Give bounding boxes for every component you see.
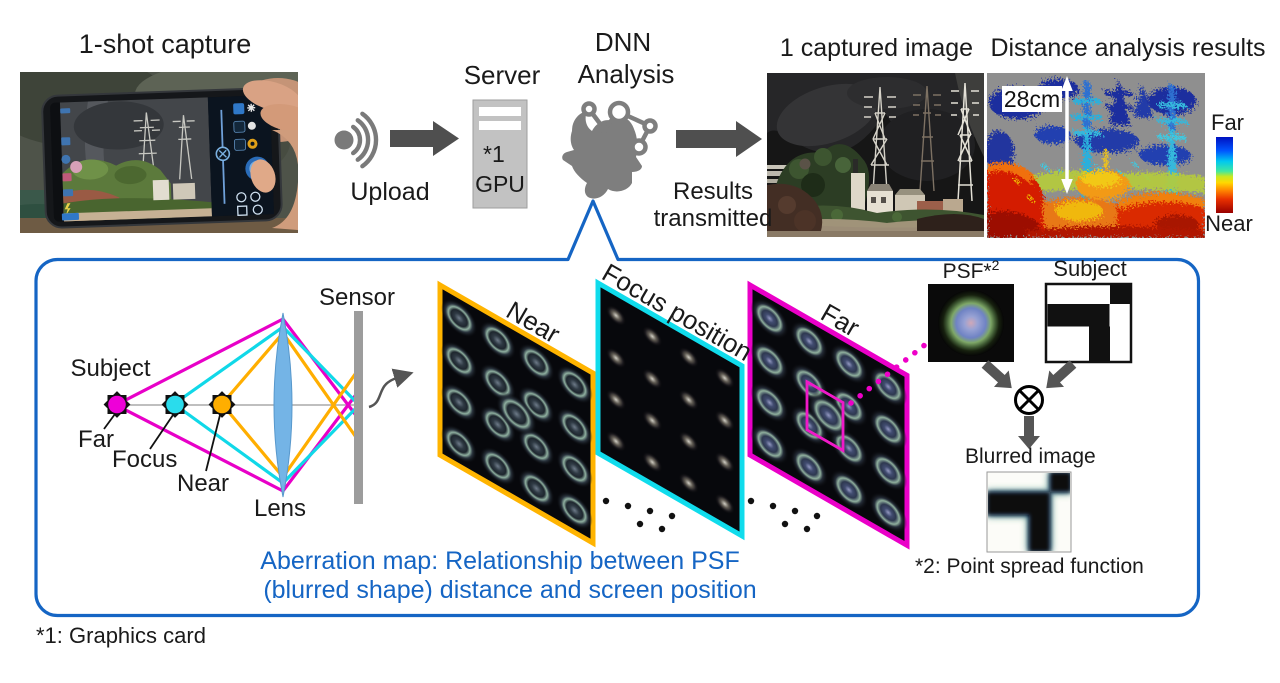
lens-shape bbox=[273, 312, 293, 498]
blurred-image-label: Blurred image bbox=[965, 445, 1096, 468]
psf-crop-image bbox=[928, 284, 1014, 362]
capture-title: 1-shot capture bbox=[78, 29, 252, 59]
upload-label: Upload bbox=[350, 178, 430, 206]
server-note: *1 bbox=[483, 141, 505, 167]
psf-label-sup: 2 bbox=[991, 257, 1000, 273]
subject-point-focus bbox=[161, 391, 189, 418]
caption-line1: Aberration map: Relationship between PSF bbox=[260, 547, 740, 575]
ellipsis-dots bbox=[602, 497, 821, 533]
results-label-line1: Results bbox=[672, 178, 754, 205]
depth-measure-label: 28cm bbox=[1002, 86, 1062, 112]
psf-highlight-square bbox=[807, 382, 843, 451]
right-arrow-icon-upload bbox=[390, 121, 459, 156]
distance-title: Distance analysis results bbox=[990, 34, 1266, 62]
subject-image-label: Subject bbox=[1053, 256, 1127, 281]
blurred-result-image bbox=[986, 471, 1072, 553]
psf-crop-label: PSF*2 bbox=[925, 257, 1017, 284]
psf-panel-far bbox=[750, 285, 907, 545]
right-arrow-icon-results bbox=[676, 121, 762, 157]
captured-title: 1 captured image bbox=[779, 34, 974, 62]
dnn-head-icon bbox=[562, 100, 658, 199]
sensor-bar bbox=[354, 311, 363, 504]
psf-label-base: PSF* bbox=[942, 260, 992, 283]
label-pointer-lines bbox=[103, 413, 221, 472]
subject-label: Subject bbox=[70, 355, 151, 382]
subject-point-far bbox=[103, 391, 131, 418]
convolution-arrow-right bbox=[1046, 360, 1077, 389]
tower-left bbox=[864, 86, 896, 222]
server-gpu-label: GPU bbox=[475, 171, 525, 197]
scale-near-label: Near bbox=[1205, 211, 1253, 236]
tower-right bbox=[951, 82, 979, 202]
far-point-label: Far bbox=[78, 426, 114, 453]
lens-label: Lens bbox=[253, 495, 307, 522]
down-arrow-icon bbox=[1018, 416, 1040, 449]
dnn-title-line1: DNN bbox=[594, 27, 652, 57]
focus-point-label: Focus bbox=[112, 446, 178, 473]
psf-dotted-link bbox=[848, 341, 929, 406]
results-label-line2: transmitted bbox=[653, 205, 773, 232]
upload-signal-icon bbox=[334, 111, 379, 169]
sensor-label: Sensor bbox=[318, 284, 396, 311]
phone-capture-photo bbox=[20, 72, 298, 233]
psf-panel-near bbox=[440, 285, 593, 543]
gpu-footnote: *1: Graphics card bbox=[36, 623, 206, 648]
aberration-box-border bbox=[34, 199, 1201, 618]
depth-map-image bbox=[987, 73, 1205, 238]
tower-middle bbox=[913, 85, 941, 192]
convolution-arrow-left bbox=[981, 360, 1012, 389]
scale-far-label: Far bbox=[1211, 110, 1244, 135]
depth-measure-arrow bbox=[1061, 76, 1073, 194]
convolution-operator-icon bbox=[1014, 385, 1044, 415]
dnn-title-line2: Analysis bbox=[577, 59, 675, 89]
psf-footnote: *2: Point spread function bbox=[915, 555, 1144, 578]
caption-line2: (blurred shape) distance and screen posi… bbox=[263, 576, 757, 604]
server-icon bbox=[472, 99, 528, 209]
depth-colorbar bbox=[1216, 137, 1233, 213]
lens-diagram bbox=[103, 311, 414, 504]
curved-arrow-icon bbox=[368, 368, 414, 409]
subject-pattern-image bbox=[1044, 282, 1133, 364]
near-point-label: Near bbox=[177, 470, 230, 497]
subject-point-near bbox=[208, 391, 236, 418]
captured-image-photo bbox=[767, 73, 984, 237]
server-label: Server bbox=[463, 60, 541, 90]
psf-panel-focus bbox=[598, 283, 742, 536]
